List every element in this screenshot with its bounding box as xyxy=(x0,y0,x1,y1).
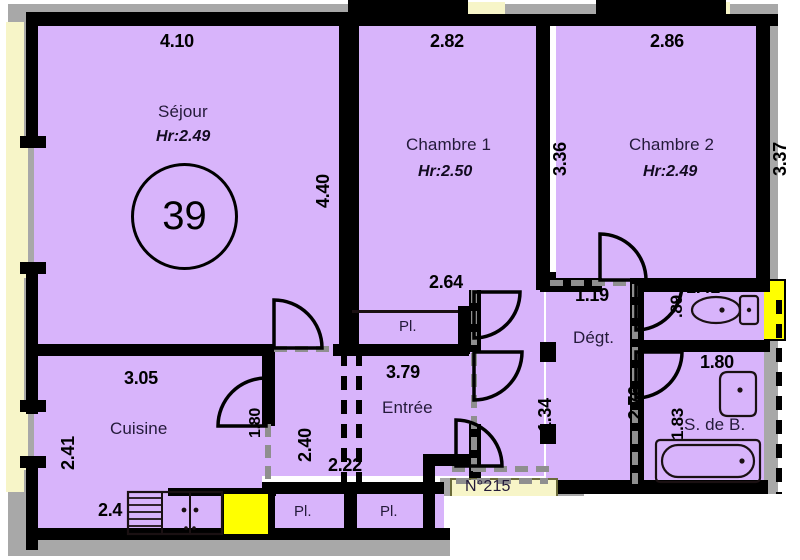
dim-passage-240: 2.40 xyxy=(295,428,315,462)
label-entree-name: Entrée xyxy=(382,398,433,417)
dim-cuisine-height: 2.41 xyxy=(58,436,78,470)
room-degagement xyxy=(546,276,642,488)
label-closet-lower1: Pl. xyxy=(294,503,312,520)
wall-closet-div-2 xyxy=(344,482,357,536)
dim-chambre1-width: 2.82 xyxy=(430,31,464,51)
dim-chambre1-height: 3.36 xyxy=(550,142,570,176)
label-closet-upper: Pl. xyxy=(399,318,417,335)
wall-wc-sdb-divider xyxy=(634,340,770,352)
dim-entree-width: 3.79 xyxy=(386,362,420,382)
dim-cuisine-width: 3.05 xyxy=(124,368,158,388)
opening-degt-north xyxy=(550,280,634,286)
wall-top-right xyxy=(596,0,726,14)
dim-wc-height: .89 xyxy=(667,295,686,318)
label-sdb-name: S. de B. xyxy=(684,415,746,434)
wall-chambre1-left xyxy=(346,14,359,346)
unit-marker-circle: 39 xyxy=(131,163,238,270)
closet-upper-top-line xyxy=(352,310,470,313)
dim-degt-width: 1.19 xyxy=(575,285,609,305)
label-chambre1-hr: Hr:2.50 xyxy=(418,163,473,180)
dim-cuisine-counter: 2.4 xyxy=(98,500,123,520)
label-chambre2-hr: Hr:2.49 xyxy=(643,163,698,180)
wall-top-bedrooms xyxy=(348,0,468,14)
dashed-wall-entree-left-a xyxy=(341,352,347,482)
opening-degt-west xyxy=(471,290,477,480)
room-chambre1 xyxy=(358,22,536,290)
room-chambre2 xyxy=(556,22,756,290)
dim-sdb-height: 1.83 xyxy=(668,408,687,440)
window-kitchen xyxy=(222,492,270,536)
dim-wc-width: 1.41 xyxy=(686,277,720,297)
dim-chambre2-width: 2.86 xyxy=(650,31,684,51)
label-sejour-name: Séjour xyxy=(158,102,208,121)
dashed-wall-entree-left-b xyxy=(356,352,362,482)
dim-sejour-height: 4.40 xyxy=(313,174,333,208)
label-chambre2-name: Chambre 2 xyxy=(629,135,714,154)
wall-top-bedrooms-2 xyxy=(348,14,778,26)
dim-degt-height: 2.76 xyxy=(625,386,645,420)
label-cuisine-name: Cuisine xyxy=(110,419,168,438)
opening-entrance-door-2 xyxy=(456,478,548,484)
unit-marker-number: 39 xyxy=(162,194,207,238)
label-closet-lower2: Pl. xyxy=(380,503,398,520)
wall-degt-left-mid xyxy=(540,342,556,362)
dim-entree-height: 2.22 xyxy=(328,455,362,475)
wall-sejour-bottom xyxy=(26,344,274,356)
wall-degt-left-upper xyxy=(540,272,556,292)
blank-area-mask-right xyxy=(584,494,800,560)
wall-left-cap-d xyxy=(20,456,46,468)
label-door-number: N°215 xyxy=(465,478,511,495)
dim-closet-upper: 2.64 xyxy=(429,272,463,292)
opening-degt-east xyxy=(632,284,638,484)
dim-chambre2-height: 3.37 xyxy=(770,142,790,176)
wall-entree-bottom-left xyxy=(423,454,435,536)
label-chambre1-name: Chambre 1 xyxy=(406,135,491,154)
wall-degt-left-low xyxy=(540,424,556,444)
dim-door-kitchen: 1.80 xyxy=(247,408,264,438)
wall-top-sejour xyxy=(28,12,348,26)
opening-entrance-door xyxy=(452,466,552,472)
room-entree-upper xyxy=(339,290,469,346)
wall-left-sejour xyxy=(26,12,38,142)
dim-sejour-width: 4.10 xyxy=(160,31,194,51)
closet-upper-right-wall xyxy=(458,306,470,354)
opening-cuisine-entree xyxy=(265,424,271,482)
facade-guide-right xyxy=(776,300,782,498)
wall-sejour-bottom-right xyxy=(333,344,469,356)
structure-bottom xyxy=(8,536,588,556)
wall-chambre-divider xyxy=(536,14,550,290)
wall-closet-bottom xyxy=(262,528,452,540)
dim-passage-134: 1.34 xyxy=(535,398,555,432)
label-sejour-hr: Hr:2.49 xyxy=(156,128,211,145)
wall-left-cap-b xyxy=(20,262,46,274)
label-degt-name: Dégt. xyxy=(573,328,615,347)
wall-left-cap-c xyxy=(20,400,46,412)
wall-chambre2-right xyxy=(756,14,770,292)
dim-sdb-width: 1.80 xyxy=(700,352,734,372)
wall-left-cap-a xyxy=(20,136,46,148)
opening-sejour-entree xyxy=(274,346,336,352)
wall-left-mid xyxy=(26,268,38,414)
